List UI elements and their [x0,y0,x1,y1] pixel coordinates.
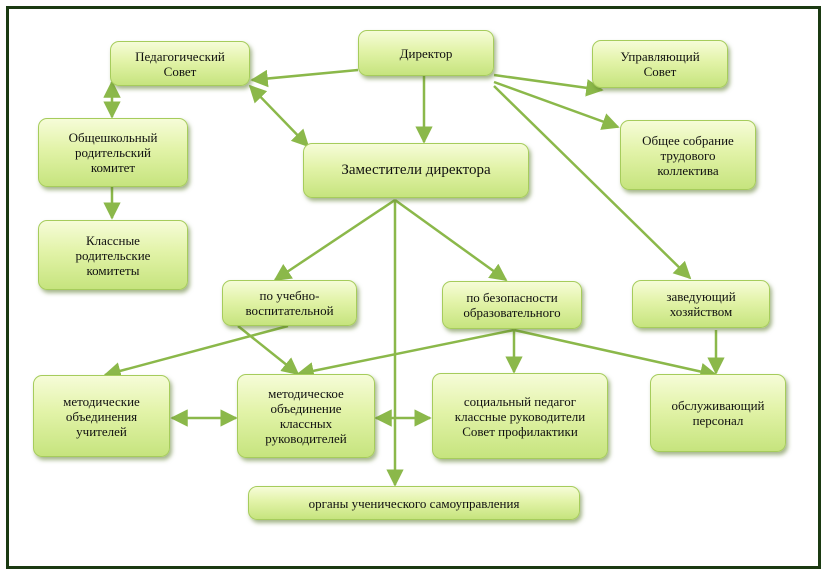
method-teachers-box: методические объединения учителей [33,375,170,457]
class-parent-committees-label: Классные родительские комитеты [75,232,151,278]
service-staff-box: обслуживающий персонал [650,374,786,452]
educational-box: по учебно- воспитательной [222,280,357,326]
student-gov-label: органы ученического самоуправления [308,495,520,511]
educational-label: по учебно- воспитательной [245,288,334,318]
household-label: заведующий хозяйством [666,289,736,319]
arrow-deputies-to-safety [394,198,508,282]
social-box: социальный педагог классные руководители… [432,373,608,459]
student-gov-box: органы ученического самоуправления [248,486,580,520]
parent-committee-label: Общешкольный родительский комитет [68,130,158,175]
household-box: заведующий хозяйством [632,280,770,328]
method-teachers-label: методические объединения учителей [63,393,140,439]
general-meeting-box: Общее собрание трудового коллектива [620,120,756,190]
method-class-box: методическое объединение классных руково… [237,374,375,458]
arrow-deputies-to-educational [273,198,396,282]
arrow-director-to-ped-council [250,68,359,88]
arrow-director-to-household [493,85,692,280]
method-class-label: методическое объединение классных руково… [265,386,347,446]
ped-council-box: Педагогический Совет [110,41,250,86]
arrow-director-to-gov-council [493,73,604,97]
service-staff-label: обслуживающий персонал [671,398,765,428]
ped-council-label: Педагогический Совет [135,48,225,79]
general-meeting-label: Общее собрание трудового коллектива [642,132,734,178]
arrow-safety-to-service-staff [513,328,718,381]
arrow-ped-council-deputies [248,84,310,148]
arrow-director-to-general-meeting [493,80,620,130]
safety-box: по безопасности образовательного [442,281,582,329]
arrow-educational-to-method-class [237,325,300,376]
social-label: социальный педагог классные руководители… [454,393,586,439]
deputies-label: Заместители директора [341,162,491,178]
director-label: Директор [399,45,453,61]
deputies-box: Заместители директора [303,143,529,198]
class-parent-committees-box: Классные родительские комитеты [38,220,188,290]
safety-label: по безопасности образовательного [463,290,561,320]
arrow-safety-to-method-class [296,328,515,380]
gov-council-box: Управляющий Совет [592,40,728,88]
arrow-educational-to-method-teachers [103,324,289,380]
director-box: Директор [358,30,494,76]
gov-council-label: Управляющий Совет [620,49,700,79]
parent-committee-box: Общешкольный родительский комитет [38,118,188,187]
